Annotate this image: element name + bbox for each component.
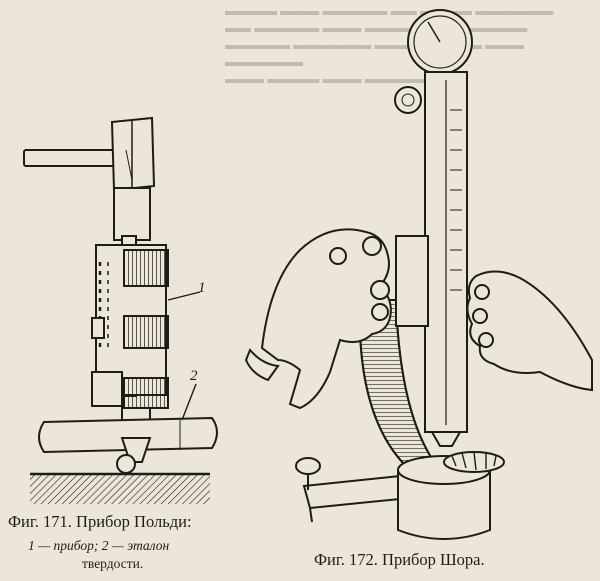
figure-171-caption-legend-cont: твердости. (82, 556, 144, 571)
figure-171-caption-legend: 1 — прибор; 2 — эталон (28, 538, 170, 553)
callout-label-2: 2 (190, 368, 198, 384)
figure-172-caption-title: Фиг. 172. Прибор Шора. (314, 550, 485, 569)
poldi-device-drawing (23, 116, 218, 504)
shore-device-drawing (244, 9, 593, 540)
callout-label-1: 1 (198, 280, 206, 296)
figure-171-caption-title: Фиг. 171. Прибор Польди: (8, 512, 192, 531)
